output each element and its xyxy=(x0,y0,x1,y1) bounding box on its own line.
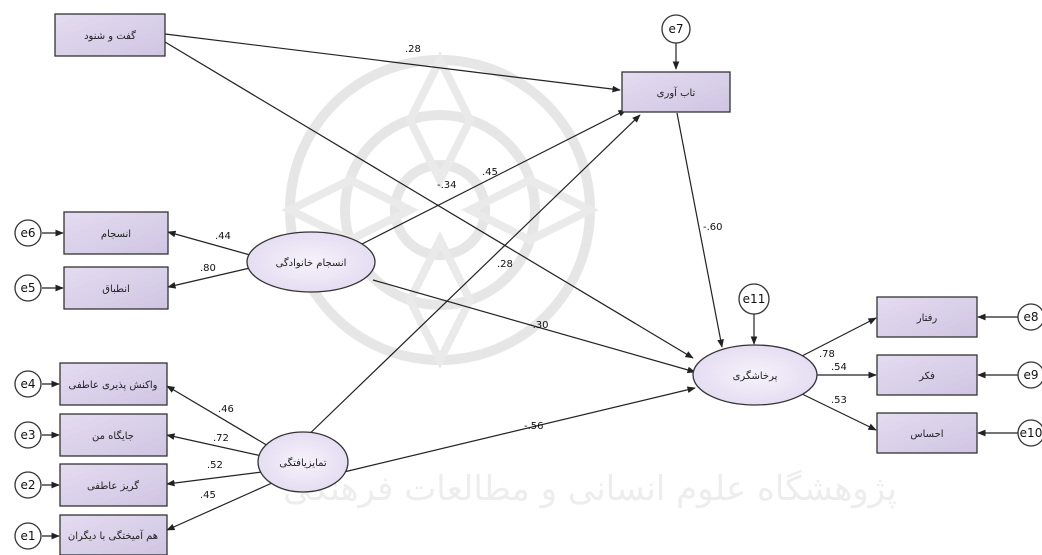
error-e1: e1 xyxy=(14,522,42,550)
coef-tam-vakonesh: .46 xyxy=(218,404,234,415)
coef-park-ehsas: .53 xyxy=(831,395,847,406)
box-fekr-label: فکر xyxy=(918,371,935,382)
latent-ensejam-khanevadegi: انسجام خانوادگی xyxy=(246,231,376,293)
arrow-ens-ensejam xyxy=(167,230,251,256)
error-e6: e6 xyxy=(14,219,42,247)
coef-gofto-tab: .28 xyxy=(405,44,421,55)
error-e7-label: e7 xyxy=(668,22,683,36)
latent-parkhashgari: پرخاشگری xyxy=(692,344,818,406)
error-e9-label: e9 xyxy=(1023,368,1038,382)
box-goriz-label: گریز عاطفی xyxy=(87,480,139,492)
coef-ens-entebagh: .80 xyxy=(200,263,216,274)
error-e3-label: e3 xyxy=(20,428,35,442)
error-e4-label: e4 xyxy=(20,377,35,391)
arrow-tam-goriz xyxy=(166,471,263,487)
coef-tab-park: -.60 xyxy=(703,222,723,233)
box-entebagh: انطباق xyxy=(63,266,169,310)
coef-gofto-park: -.34 xyxy=(437,180,457,191)
arrow-tam-park xyxy=(343,386,696,473)
coef-ens-ensejam: .44 xyxy=(215,231,231,242)
error-e2: e2 xyxy=(14,471,42,499)
coef-tam-hamamikhtegi: .45 xyxy=(200,490,216,501)
coef-tam-tab: .28 xyxy=(497,259,513,270)
arrow-tam-tab xyxy=(299,114,641,444)
error-e7: e7 xyxy=(661,14,691,44)
latent-tamayoz: تمایزیافتگی xyxy=(257,431,349,493)
arrow-tam-hamamikhtegi xyxy=(166,482,273,531)
coef-ens-park: -.30 xyxy=(529,320,549,331)
error-e5: e5 xyxy=(14,274,42,302)
box-tab: تاب آوری xyxy=(621,71,731,113)
box-gofto-label: گفت و شنود xyxy=(84,30,136,42)
error-e4: e4 xyxy=(14,370,42,398)
error-e6-label: e6 xyxy=(20,226,35,240)
arrow-ens-tab xyxy=(359,109,627,246)
box-ehsas: احساس xyxy=(876,412,978,454)
arrow-tam-jaygah xyxy=(166,433,263,457)
box-vakonesh-label: واکنش پذیری عاطفی xyxy=(68,380,157,391)
latent-ensejam-khanevadegi-label: انسجام خانوادگی xyxy=(276,257,347,269)
box-hamamikhtegi: هم آمیختگی با دیگران xyxy=(59,514,168,555)
latent-parkhashgari-label: پرخاشگری xyxy=(733,370,778,382)
error-e11-label: e11 xyxy=(743,292,766,306)
error-e3: e3 xyxy=(14,421,42,449)
box-gofto: گفت و شنود xyxy=(54,13,166,57)
box-jaygah: جایگاه من xyxy=(59,413,168,457)
box-raftar-label: رفتار xyxy=(916,313,938,324)
box-raftar: رفتار xyxy=(876,296,978,338)
arrow-tam-vakonesh xyxy=(166,385,271,448)
error-e1-label: e1 xyxy=(20,529,35,543)
coef-ens-tab: .45 xyxy=(482,167,498,178)
error-e9: e9 xyxy=(1017,361,1042,389)
box-tab-label: تاب آوری xyxy=(657,86,696,99)
box-ensejam: انسجام xyxy=(63,211,169,255)
box-ehsas-label: احساس xyxy=(910,429,943,440)
coef-tam-goriz: .52 xyxy=(207,460,223,471)
watermark-logo xyxy=(281,51,599,369)
box-entebagh-label: انطباق xyxy=(102,284,130,295)
coef-tam-park: -.56 xyxy=(524,421,544,432)
arrow-park-ehsas xyxy=(799,392,877,431)
arrow-gofto-tab xyxy=(164,33,621,93)
box-vakonesh: واکنش پذیری عاطفی xyxy=(59,362,168,406)
latent-tamayoz-label: تمایزیافتگی xyxy=(279,457,327,469)
box-goriz: گریز عاطفی xyxy=(59,463,168,507)
coef-park-fekr: .54 xyxy=(831,362,847,373)
arrow-gofto-park xyxy=(164,41,694,359)
watermark-text: پژوهشگاه علوم انسانی و مطالعات فرهنگی xyxy=(283,469,897,509)
box-ensejam-label: انسجام xyxy=(101,229,131,240)
box-hamamikhtegi-label: هم آمیختگی با دیگران xyxy=(68,529,158,542)
error-e2-label: e2 xyxy=(20,478,35,492)
error-e10-label: e10 xyxy=(1020,426,1042,440)
error-e5-label: e5 xyxy=(20,281,35,295)
box-jaygah-label: جایگاه من xyxy=(92,430,134,442)
error-e8: e8 xyxy=(1017,303,1042,331)
error-e10: e10 xyxy=(1017,419,1042,447)
box-fekr: فکر xyxy=(876,354,978,396)
error-e8-label: e8 xyxy=(1023,310,1038,324)
path-coefficients: .28 -.34 .45 -.60 .44 .80 -.30 .28 -.56 … xyxy=(200,44,847,501)
path-arrows xyxy=(42,33,1018,540)
arrow-ens-entebagh xyxy=(167,267,251,289)
arrow-park-raftar xyxy=(799,317,877,358)
error-e11: e11 xyxy=(738,283,770,315)
coef-park-raftar: .78 xyxy=(819,349,835,360)
arrow-tab-park xyxy=(676,112,724,348)
coef-tam-jaygah: .72 xyxy=(213,433,229,444)
arrow-ens-park xyxy=(372,279,696,374)
